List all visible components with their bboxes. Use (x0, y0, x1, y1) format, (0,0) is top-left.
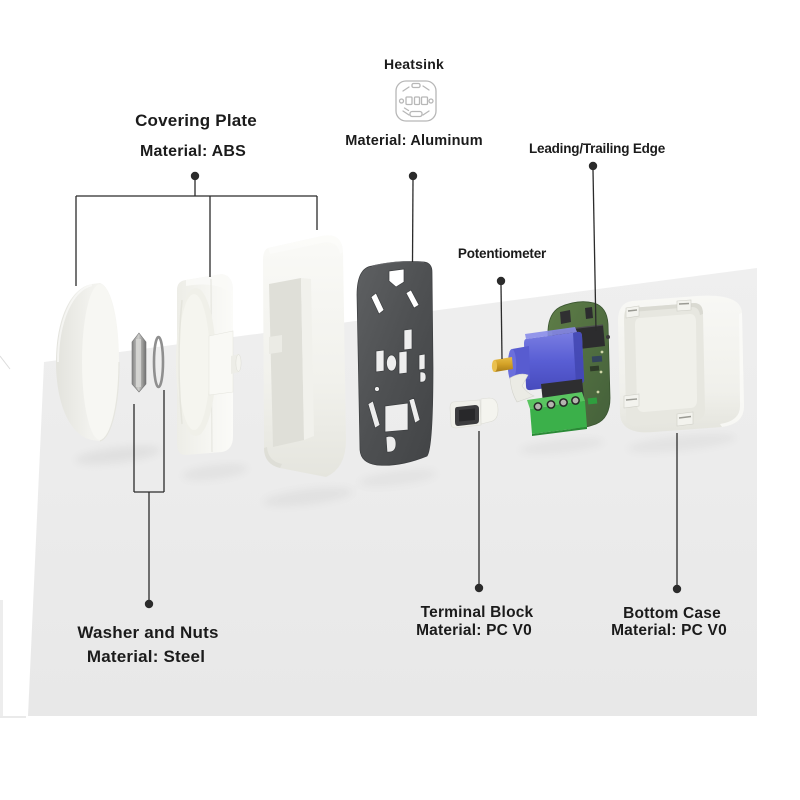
nut-ring (152, 335, 165, 389)
leader-lines (75, 169, 678, 600)
washer-nuts-material-label: Material: Steel (86, 647, 206, 666)
screw-terminal-render (527, 392, 587, 436)
potentiometer-shaft (494, 357, 513, 372)
terminal-block-label: Terminal Block (420, 604, 534, 621)
heatsink-icon (395, 80, 437, 122)
potentiometer-render (491, 327, 585, 391)
case-clips (623, 299, 694, 427)
bottom-case-material-label: Material: PC V0 (611, 622, 727, 639)
covering-plate-material-label: Material: ABS (139, 143, 247, 160)
heatsink-label: Heatsink (384, 56, 444, 72)
spring-clip-render (509, 373, 535, 403)
pcb-assembly-render (491, 301, 611, 436)
potentiometer-leader (500, 284, 503, 360)
bottom-case-render (618, 295, 745, 433)
knob-render (56, 283, 120, 442)
washer-nuts-label: Washer and Nuts (77, 623, 219, 642)
covering-plate-render (263, 235, 346, 477)
covering-plate-label: Covering Plate (135, 111, 257, 130)
bottom-case-label: Bottom Case (623, 605, 721, 622)
washer-nut-render (131, 332, 165, 393)
heatsink-plate-render (356, 261, 434, 466)
leading-trailing-edge-leader (592, 169, 597, 332)
leading-trailing-edge-label: Leading/Trailing Edge (528, 141, 666, 156)
covering-plate-leader (75, 179, 318, 286)
washer-nuts-leader (133, 390, 165, 600)
terminal-screws (533, 396, 580, 411)
leader-dots (144, 161, 682, 609)
heatsink-material-label: Material: Aluminum (345, 133, 483, 149)
terminal-block-material-label: Material: PC V0 (416, 622, 532, 639)
terminal-block-render (449, 397, 499, 429)
potentiometer-label: Potentiometer (457, 246, 547, 261)
heatsink-leader (411, 179, 414, 263)
dial-plate-render (176, 274, 242, 455)
component-shadows (74, 445, 354, 507)
